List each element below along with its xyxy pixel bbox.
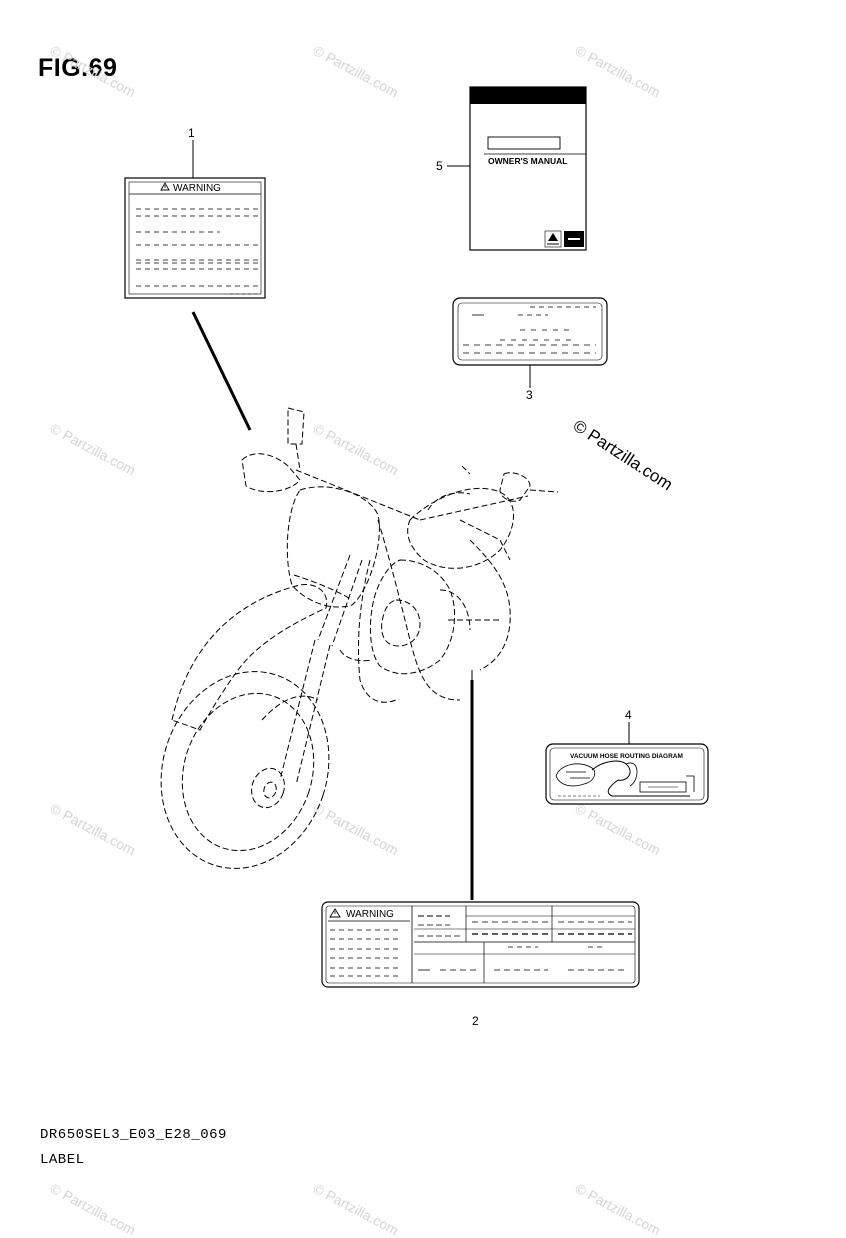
warning-label-2-text: WARNING <box>346 909 394 920</box>
warning-label-1-text: WARNING <box>173 183 221 194</box>
vacuum-hose-title: VACUUM HOSE ROUTING DIAGRAM <box>570 753 683 760</box>
callout-part-2: 2 <box>472 1014 479 1028</box>
motorcycle-illustration <box>160 407 559 869</box>
callout-part-3: 3 <box>526 388 533 402</box>
label-part-3 <box>452 297 608 388</box>
callout-part-4: 4 <box>625 708 632 722</box>
suzuki-logo-icon <box>544 230 584 248</box>
callout-part-5: 5 <box>436 159 443 173</box>
warning-label-part-1: WARNING <box>124 140 266 299</box>
figure-title: FIG.69 <box>38 54 118 82</box>
vacuum-hose-diagram-part-4: VACUUM HOSE ROUTING DIAGRAM <box>545 722 709 805</box>
parts-diagram: WARNING OWNER'S MANUAL <box>124 86 709 988</box>
figure-code: DR650SEL3_E03_E28_069 <box>40 1127 227 1143</box>
warning-triangle-icon <box>160 182 170 191</box>
owners-manual-title: OWNER'S MANUAL <box>488 156 567 166</box>
owners-manual-part-5: OWNER'S MANUAL <box>447 86 587 251</box>
warning-triangle-icon <box>329 908 341 918</box>
callout-part-1: 1 <box>188 126 195 140</box>
warning-label-part-2: WARNING <box>321 680 640 988</box>
section-name: LABEL <box>40 1152 85 1168</box>
leader-line-part-1 <box>191 311 252 431</box>
